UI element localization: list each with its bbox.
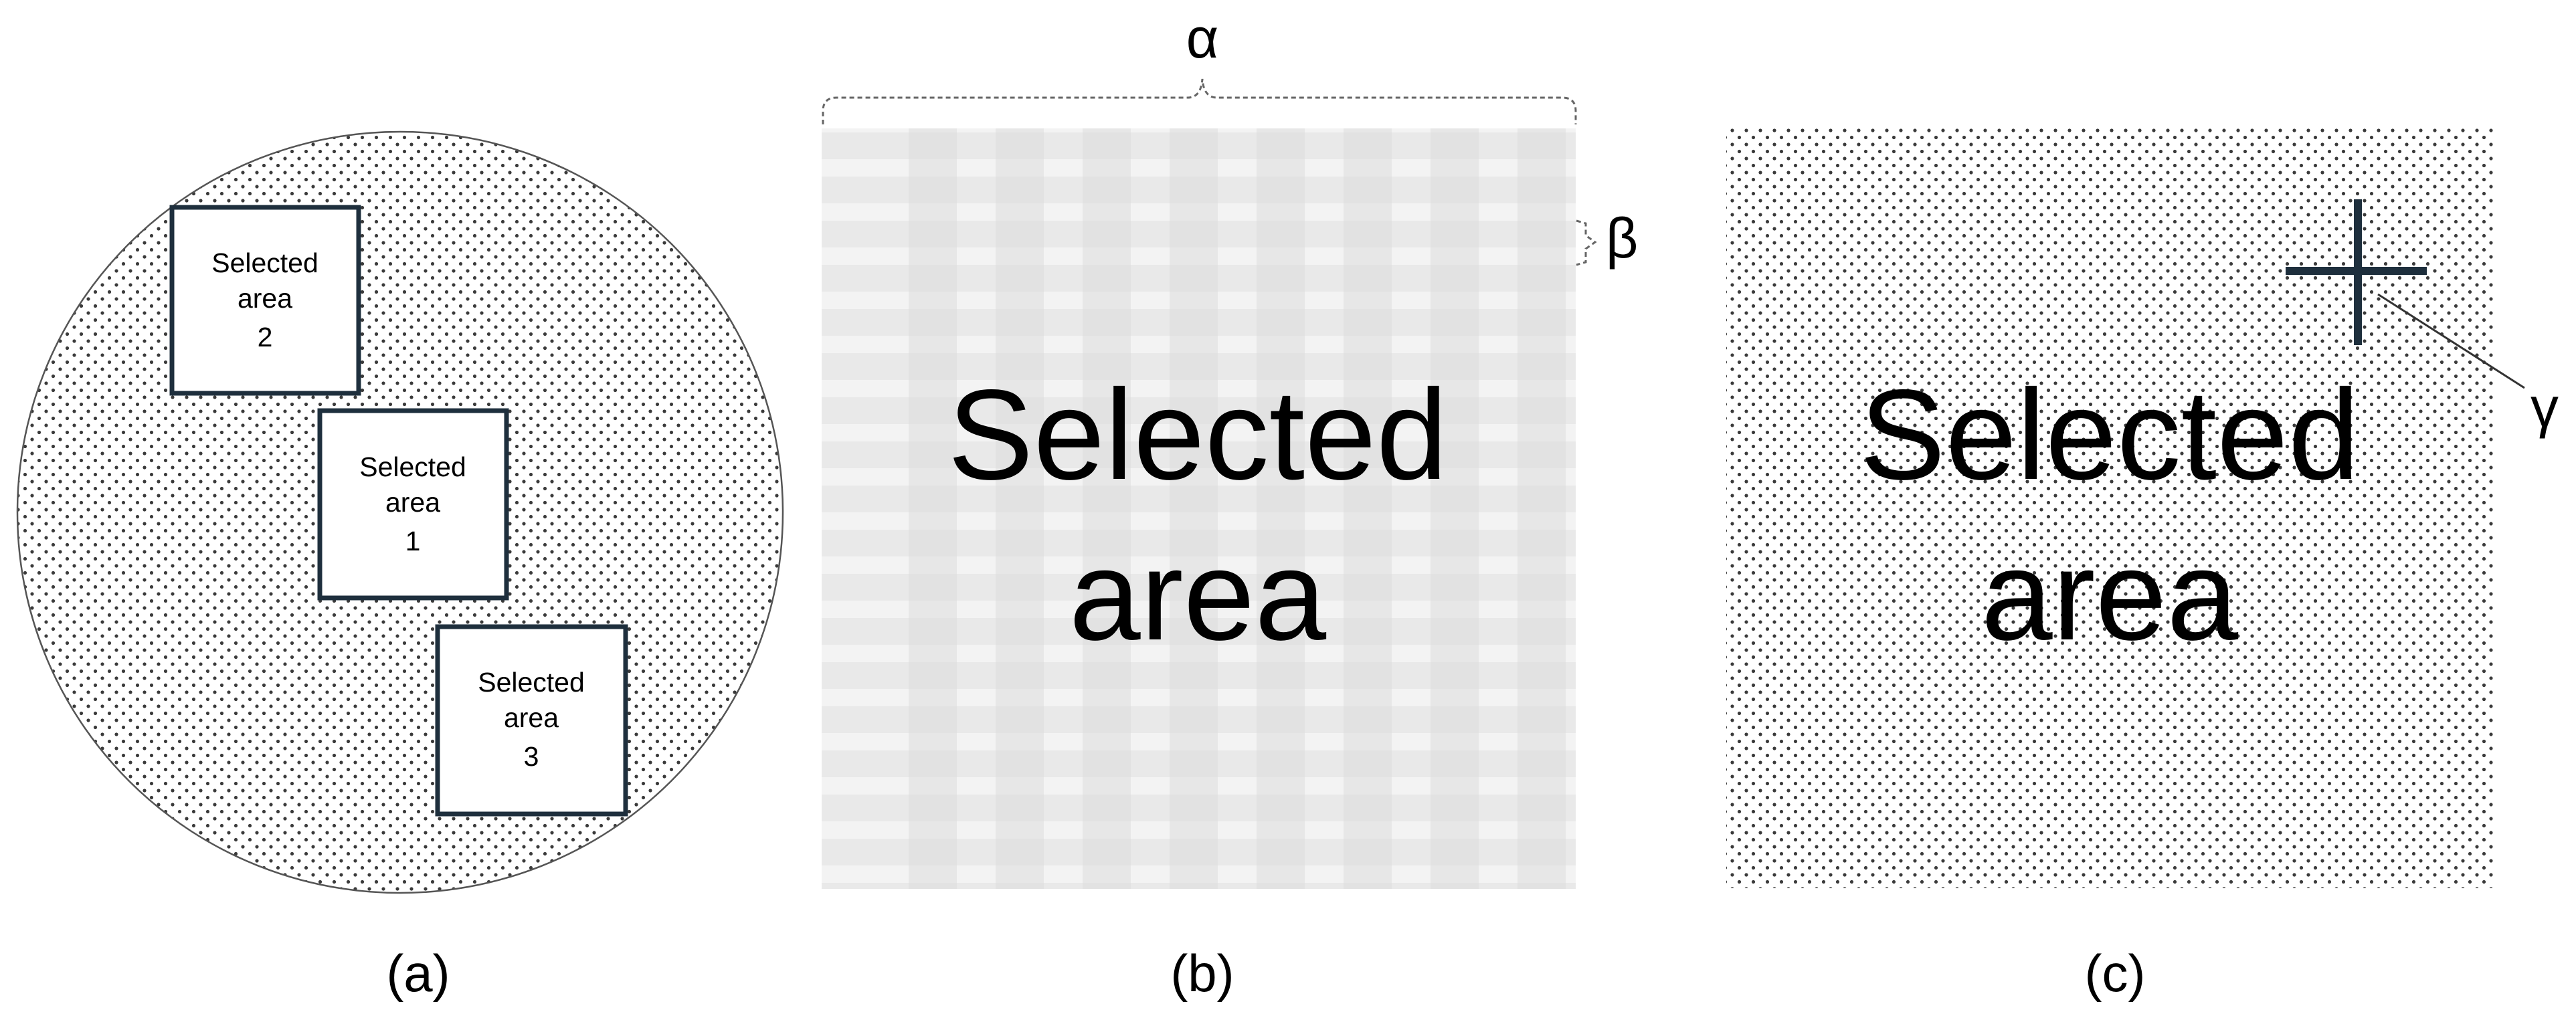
panel-caption: (a) [386,944,450,1003]
selected-area-number: 3 [524,741,539,772]
grid-column-band [909,128,957,889]
selected-area-box [169,205,361,396]
panel-c: Selected area γ (c) [1726,127,2559,1003]
selected-area-label-line1: Selected [478,667,585,698]
selected-area-label-line2: area [1981,523,2239,667]
selected-area-label-line1: Selected [211,247,318,278]
selected-area-label-line2: area [238,283,292,314]
selected-area-number: 1 [405,526,421,556]
selected-area-label-line1: Selected [947,363,1447,506]
selected-area-number: 2 [258,322,273,352]
crosshair-leader-line [2377,293,2525,389]
selected-area-label-line2: area [504,702,559,733]
scan-grid [822,128,1576,889]
selected-area-1: Selected area 1 [317,408,509,601]
grid-column-band [1170,128,1218,889]
panel-b: Selected area α β (b) [822,7,1638,1003]
selected-area-box [317,408,509,601]
band-brace [1576,219,1597,266]
width-brace [822,78,1577,124]
width-symbol: α [1186,7,1219,70]
grid-column-band [1083,128,1131,889]
grid-cols [909,128,1566,889]
grid-column-band [1344,128,1392,889]
panel-a: Selected area 2 Selected area 1 Selected… [16,130,784,1003]
selected-area-label-line2: area [1069,523,1327,667]
panel-caption: (c) [2085,944,2146,1003]
crosshair-symbol: γ [2531,376,2559,439]
band-symbol: β [1606,207,1638,270]
grid-column-band [1257,128,1305,889]
selected-area-box [435,624,628,817]
selected-area-label-line1: Selected [1859,363,2359,506]
grid-column-band [1517,128,1566,889]
selected-area-2: Selected area 2 [169,205,361,396]
grid-column-band [996,128,1044,889]
crosshair-icon [2286,199,2427,345]
selected-area-3: Selected area 3 [435,624,628,817]
dotted-field [1726,127,2493,888]
panel-caption: (b) [1170,944,1234,1003]
selected-area-label-line1: Selected [359,451,466,482]
grid-column-band [1431,128,1479,889]
selected-area-label-line2: area [385,487,440,518]
